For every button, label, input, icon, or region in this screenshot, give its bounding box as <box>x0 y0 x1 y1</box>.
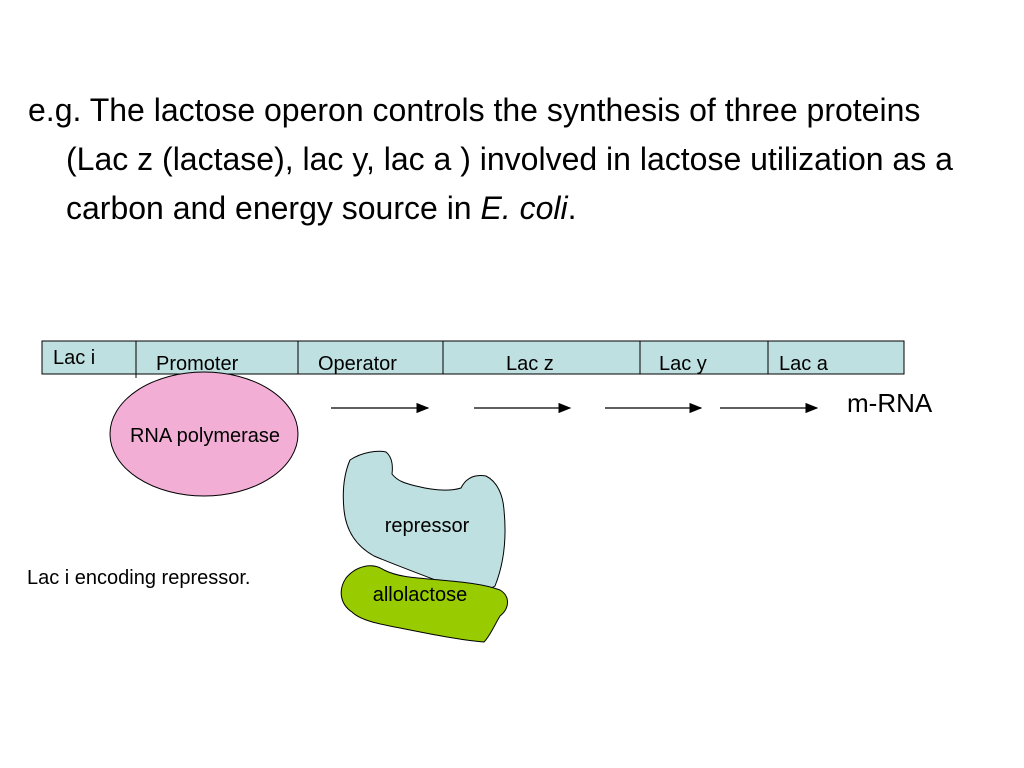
gene-lac-a: Lac a <box>779 353 829 375</box>
species-name: E. coli <box>480 190 568 226</box>
allolactose-shape <box>340 565 508 643</box>
allolactose-label: allolactose <box>373 584 468 606</box>
repressor-shape <box>342 450 506 591</box>
description-end: . <box>567 190 577 226</box>
gene-operator: Operator <box>318 353 397 375</box>
gene-bar <box>41 340 905 375</box>
gene-lac-i: Lac i <box>53 347 95 369</box>
lac-i-note: Lac i encoding repressor. <box>27 567 250 589</box>
rna-polymerase-label: RNA polymerase <box>130 425 280 447</box>
description-text: e.g. The lactose operon controls the syn… <box>28 92 953 226</box>
gene-lac-z: Lac z <box>506 353 554 375</box>
rna-polymerase-shape <box>109 371 299 497</box>
mrna-label: m-RNA <box>847 388 933 418</box>
repressor-label: repressor <box>385 515 470 537</box>
gene-lac-y: Lac y <box>659 353 707 375</box>
gene-promoter: Promoter <box>156 353 239 375</box>
description-paragraph: e.g. The lactose operon controls the syn… <box>28 86 966 233</box>
